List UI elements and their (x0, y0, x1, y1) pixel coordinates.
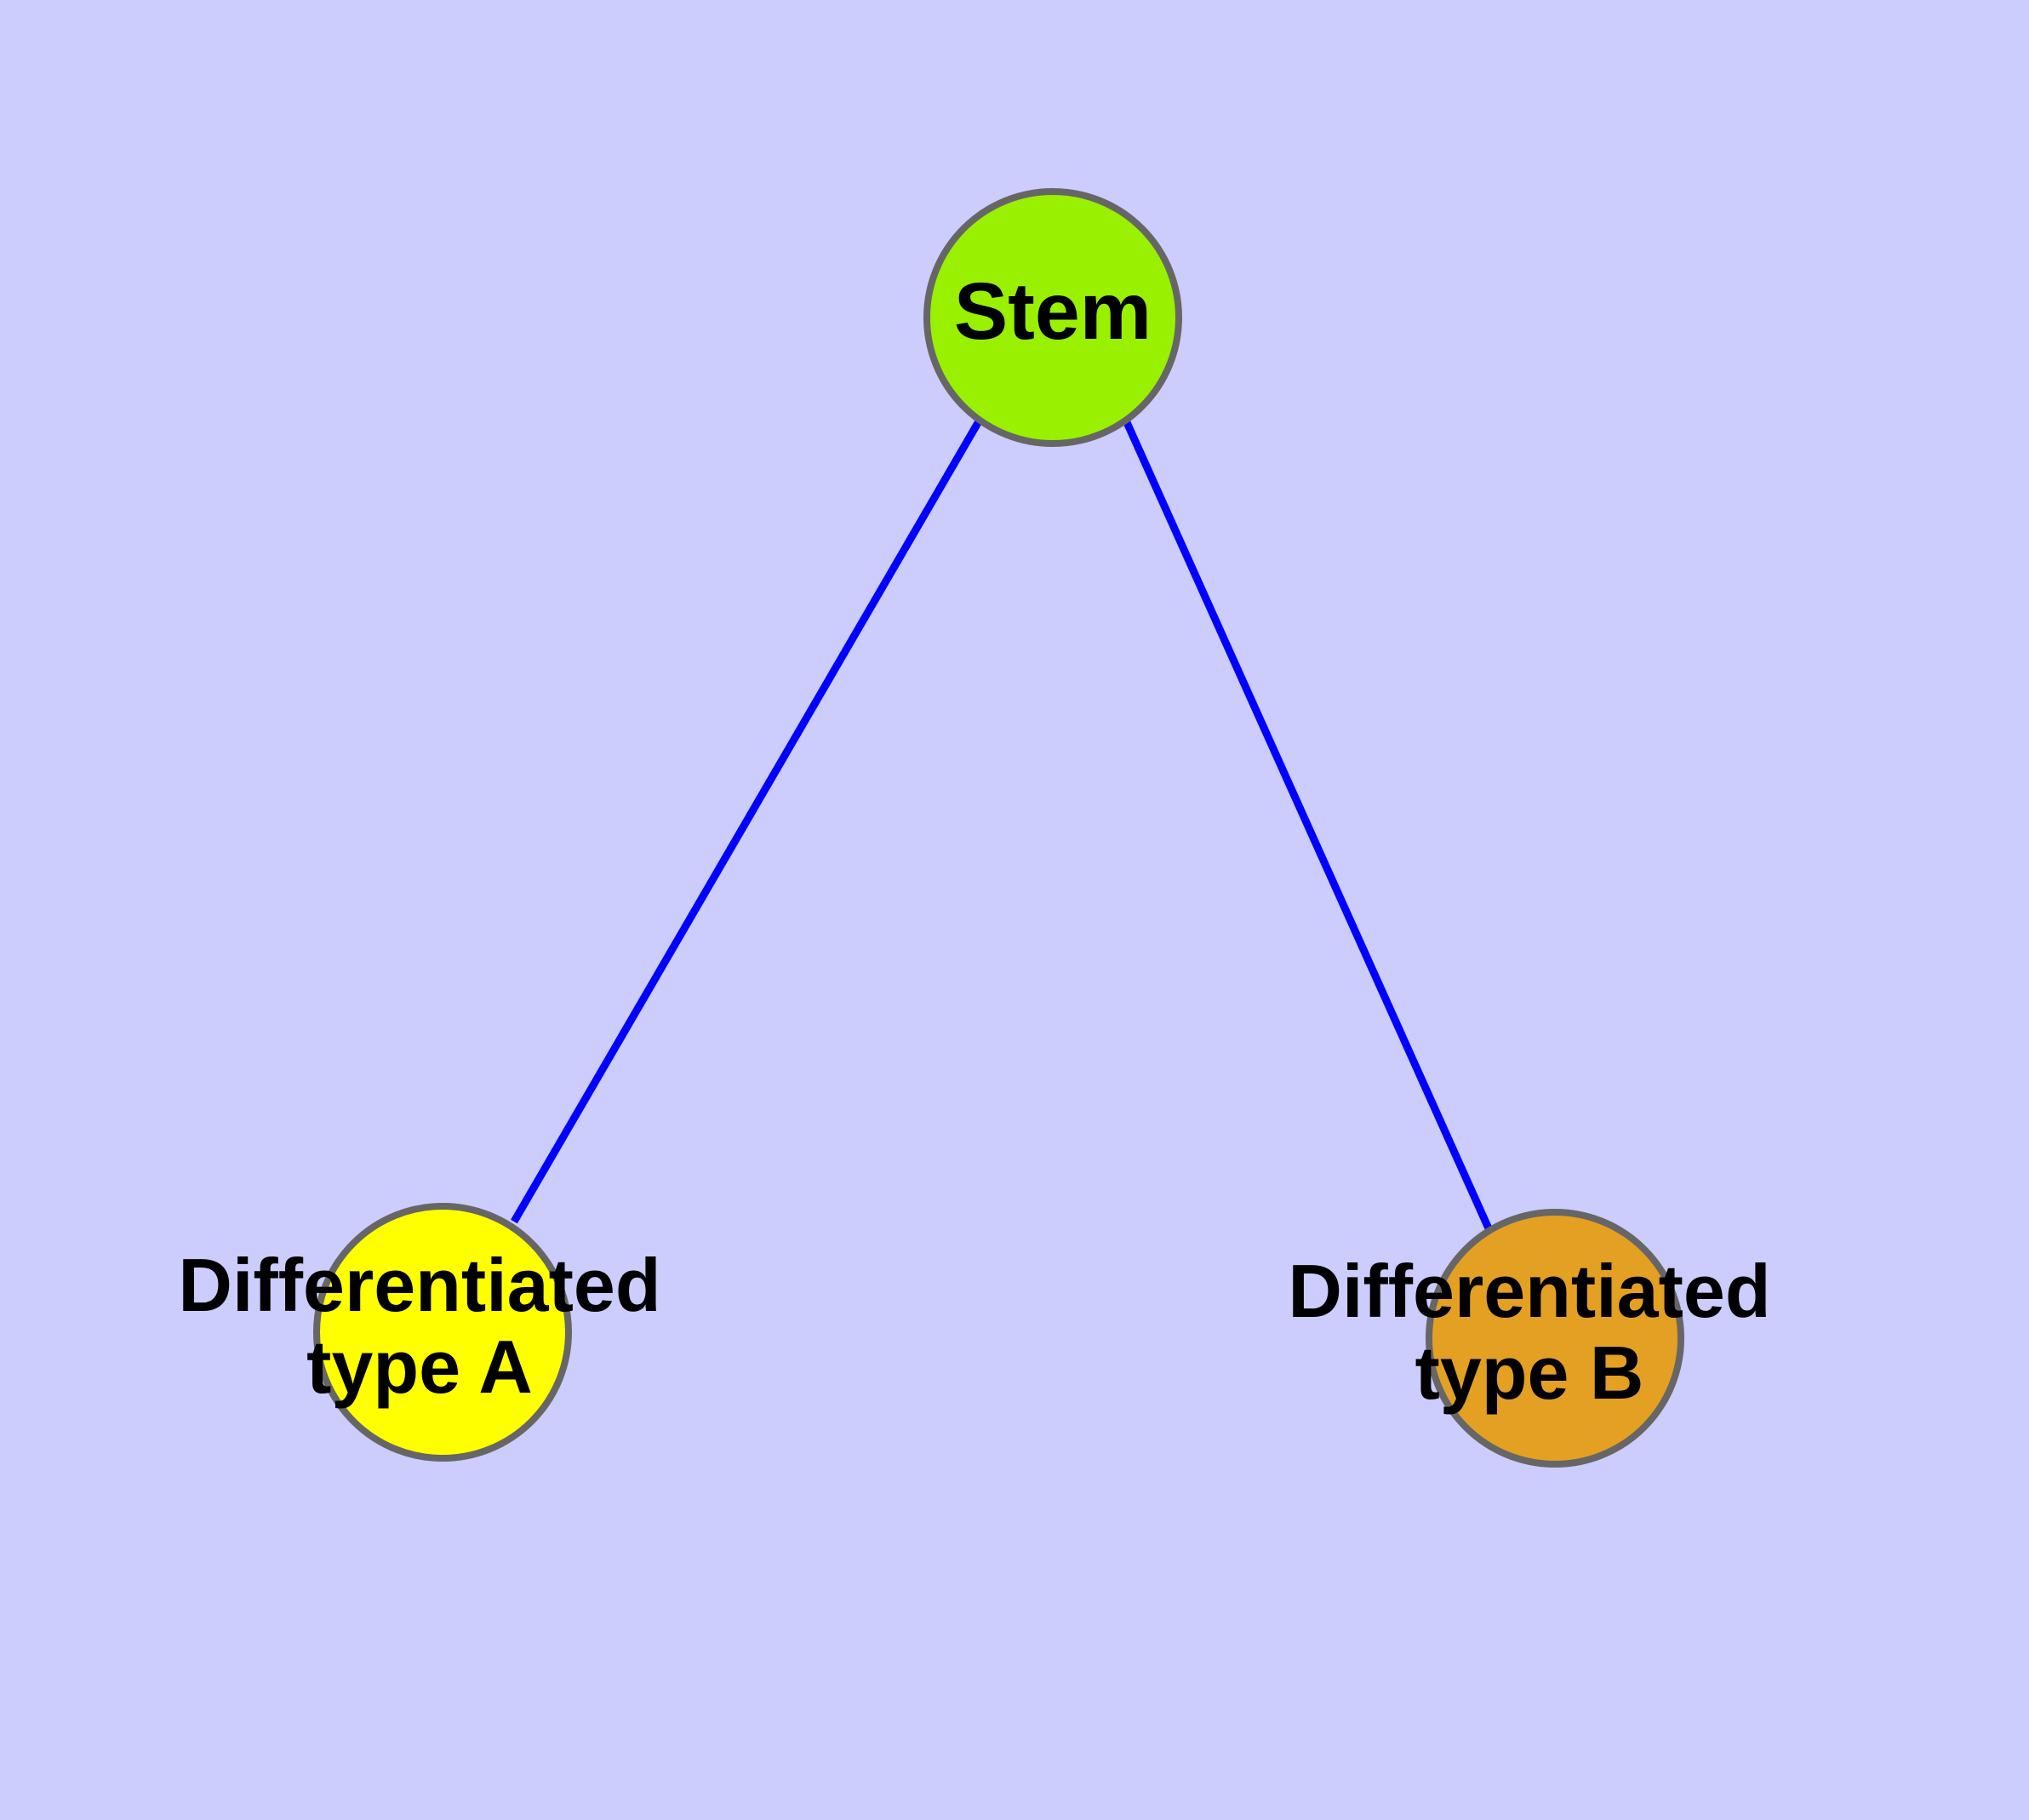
edges-layer (511, 419, 1493, 1230)
node-diff-a[interactable] (313, 1203, 572, 1462)
nodes-layer (313, 188, 1684, 1468)
node-diff-a-circle[interactable] (313, 1203, 572, 1462)
node-stem-circle[interactable] (923, 188, 1182, 447)
node-diff-b-circle[interactable] (1426, 1209, 1684, 1468)
node-label-line: Stem (954, 266, 1152, 357)
node-label-line: Differentiated (178, 1243, 660, 1327)
node-label-line: type B (1415, 1331, 1644, 1415)
node-diff-b[interactable] (1426, 1209, 1684, 1468)
node-label-line: type A (306, 1325, 533, 1409)
edge-stem-to-diff-a[interactable] (511, 419, 982, 1224)
node-stem[interactable] (923, 188, 1182, 447)
node-stem-label: Stem (954, 266, 1152, 357)
node-label-line: Differentiated (1288, 1249, 1770, 1333)
edge-stem-to-diff-b[interactable] (1122, 419, 1493, 1230)
